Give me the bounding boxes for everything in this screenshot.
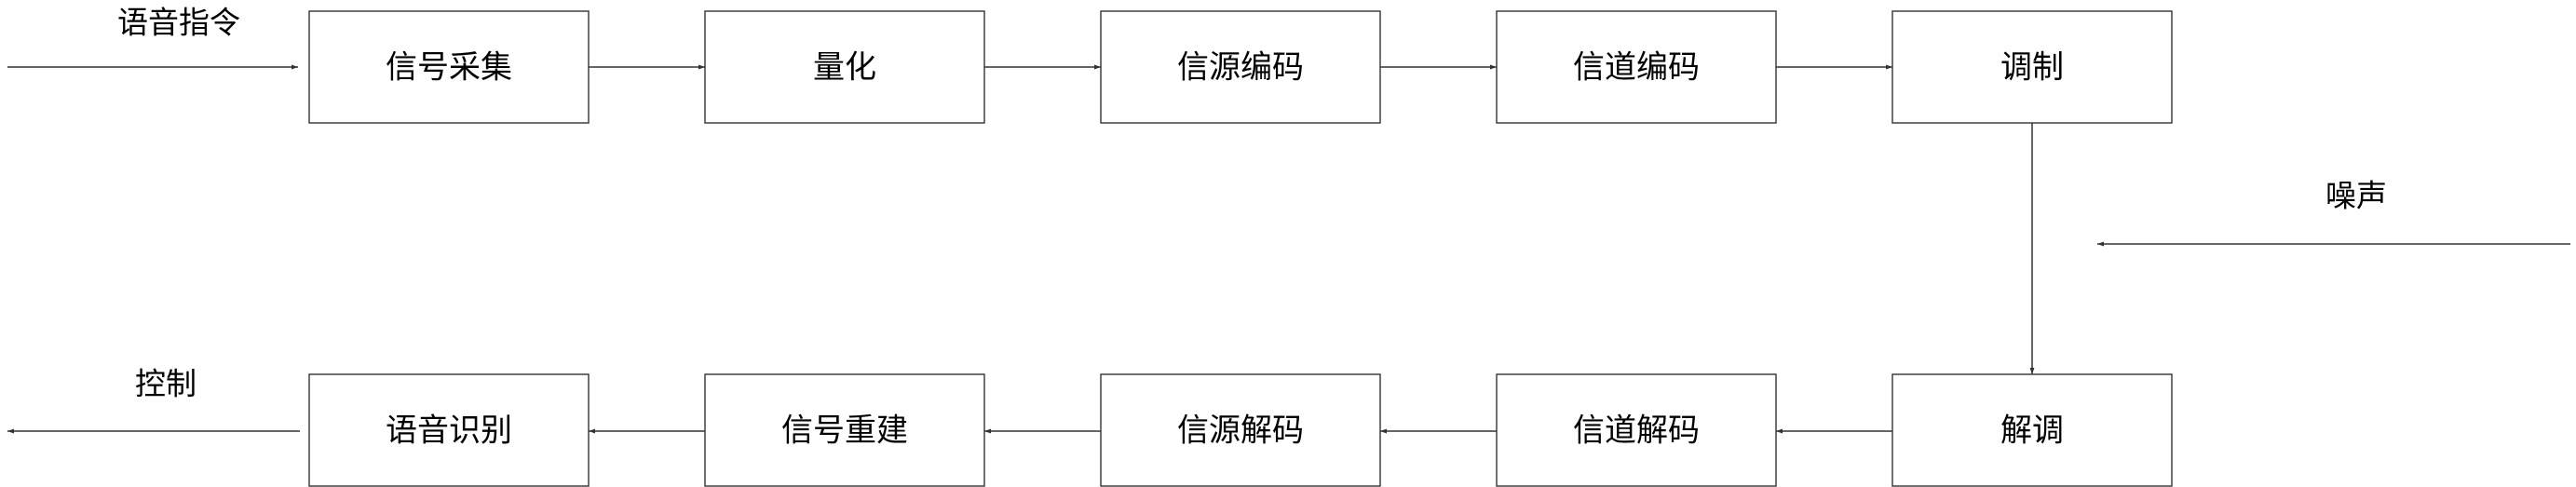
noise-label: 噪声 <box>2325 178 2387 214</box>
node-label: 信源解码 <box>1177 413 1304 450</box>
node-modulate: 调制 <box>1891 10 2173 124</box>
node-label: 信道编码 <box>1573 49 1700 87</box>
node-label: 信源编码 <box>1177 49 1304 87</box>
node-label: 调制 <box>2000 49 2064 87</box>
output-label: 控制 <box>135 366 197 402</box>
node-label: 信号采集 <box>386 49 512 87</box>
node-channel-encode: 信道编码 <box>1496 10 1777 124</box>
node-collect: 信号采集 <box>308 10 590 124</box>
input-label: 语音指令 <box>117 5 240 41</box>
node-source-decode: 信源解码 <box>1100 373 1381 487</box>
node-demodulate: 解调 <box>1891 373 2173 487</box>
node-label: 信号重建 <box>781 413 908 450</box>
node-quantize: 量化 <box>704 10 985 124</box>
node-channel-decode: 信道解码 <box>1496 373 1777 487</box>
node-label: 语音识别 <box>386 413 512 450</box>
node-label: 解调 <box>2000 413 2064 450</box>
node-label: 信道解码 <box>1573 413 1700 450</box>
node-recognize: 语音识别 <box>308 373 590 487</box>
node-reconstruct: 信号重建 <box>704 373 985 487</box>
node-source-encode: 信源编码 <box>1100 10 1381 124</box>
node-label: 量化 <box>813 49 876 87</box>
